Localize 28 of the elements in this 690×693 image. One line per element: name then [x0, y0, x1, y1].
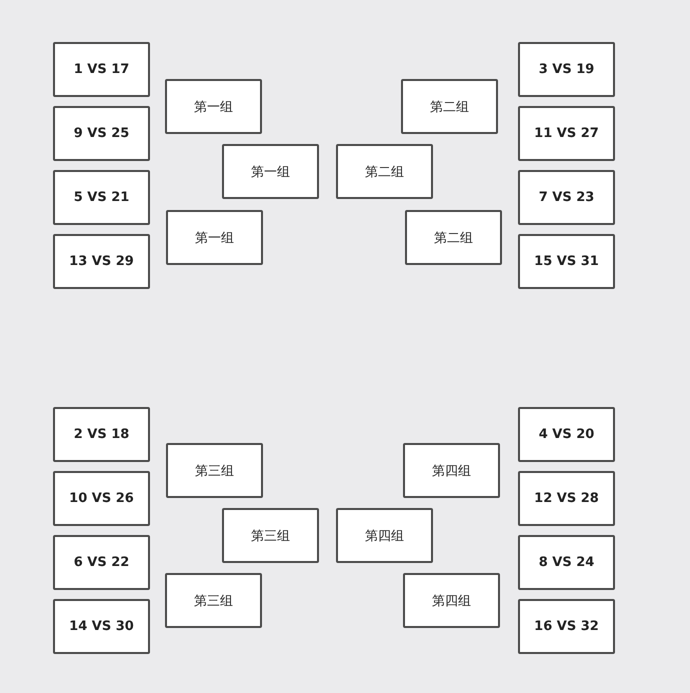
match-box: 9 VS 25: [53, 106, 150, 161]
match-box: 14 VS 30: [53, 599, 150, 654]
match-box: 7 VS 23: [518, 170, 615, 225]
match-box: 8 VS 24: [518, 535, 615, 590]
group-box: 第四组: [336, 508, 433, 563]
group-box: 第一组: [222, 144, 319, 199]
match-box: 13 VS 29: [53, 234, 150, 289]
group-box: 第二组: [405, 210, 502, 265]
group-box: 第三组: [166, 443, 263, 498]
match-box: 1 VS 17: [53, 42, 150, 97]
match-box: 4 VS 20: [518, 407, 615, 462]
group-box: 第二组: [336, 144, 433, 199]
match-box: 16 VS 32: [518, 599, 615, 654]
group-box: 第三组: [165, 573, 262, 628]
match-box: 6 VS 22: [53, 535, 150, 590]
group-box: 第四组: [403, 443, 500, 498]
group-box: 第一组: [166, 210, 263, 265]
match-box: 10 VS 26: [53, 471, 150, 526]
match-box: 3 VS 19: [518, 42, 615, 97]
group-box: 第二组: [401, 79, 498, 134]
match-box: 12 VS 28: [518, 471, 615, 526]
match-box: 15 VS 31: [518, 234, 615, 289]
match-box: 11 VS 27: [518, 106, 615, 161]
group-box: 第三组: [222, 508, 319, 563]
group-box: 第一组: [165, 79, 262, 134]
group-box: 第四组: [403, 573, 500, 628]
match-box: 2 VS 18: [53, 407, 150, 462]
match-box: 5 VS 21: [53, 170, 150, 225]
